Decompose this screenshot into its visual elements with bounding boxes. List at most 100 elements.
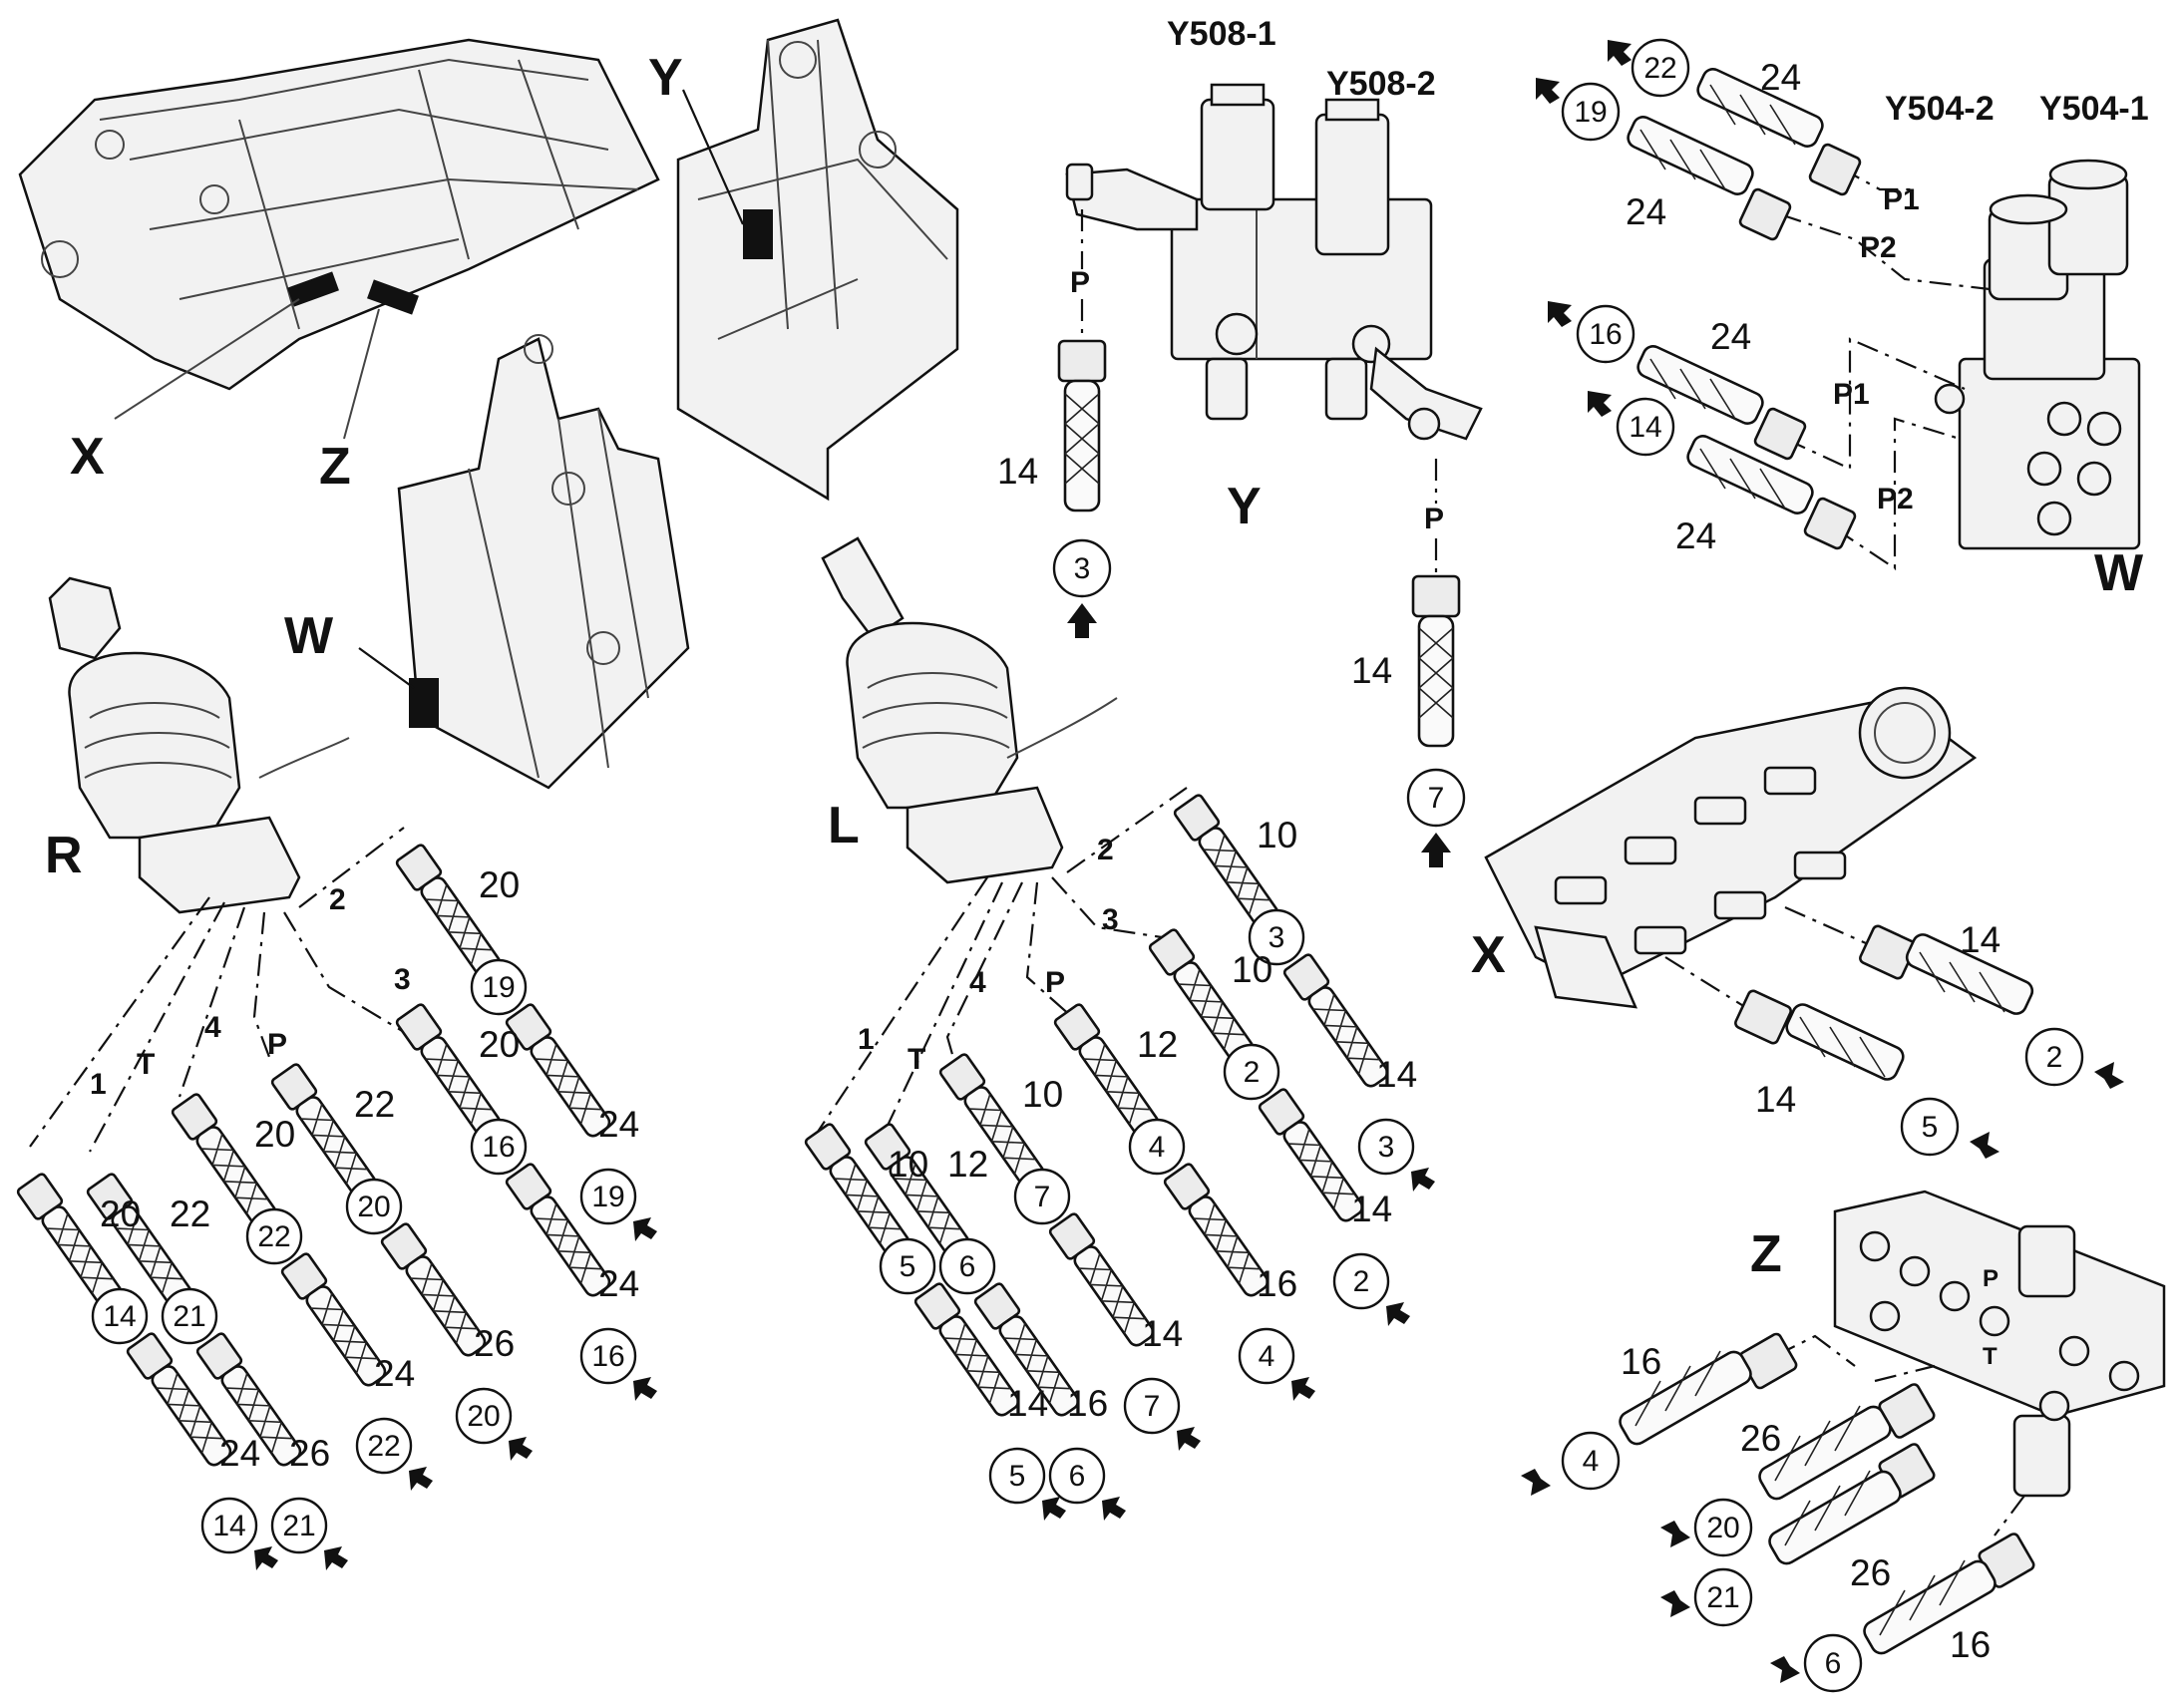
z-hose-6-line	[1994, 1495, 2025, 1537]
joystick_right-row-1-conn-num: 16	[482, 1131, 515, 1164]
joystick_right-row-2-size-b: 26	[474, 1323, 515, 1364]
y-port-p-right: P	[1424, 503, 1444, 535]
hose-y-7-size: 14	[1351, 650, 1392, 691]
w-p2-top-line	[1779, 212, 1991, 291]
joystick_right-row-4-end-connector	[270, 1497, 328, 1554]
machine-frame-drawing	[18, 38, 660, 440]
joystick_left-row-5-connector	[879, 1237, 936, 1295]
console-frame-drawing	[358, 334, 690, 790]
joystick_right-row-1-hose-b	[505, 1163, 611, 1297]
joystick_right-row-3-conn-num: 22	[257, 1220, 290, 1253]
joystick_right-row-5-end-connector	[200, 1497, 258, 1554]
joystick_right-row-3-end-connector	[355, 1417, 413, 1475]
flow-arrow-icon	[1588, 391, 1612, 417]
hose-z-4	[1619, 1332, 1798, 1446]
joystick_left-row-0-connector	[1248, 908, 1305, 966]
r-trunk-t	[89, 901, 225, 1153]
flow-arrow-icon	[1770, 1656, 1800, 1683]
hose-w-19-size: 24	[1626, 191, 1666, 232]
y-valve-block	[1065, 83, 1483, 441]
solenoid-y504-1: Y504-1	[2039, 90, 2149, 128]
hose-x-5-connector	[1900, 1097, 1960, 1157]
joystick_left-row-3-hose-b	[1048, 1212, 1155, 1347]
r-port-2: 2	[329, 883, 346, 916]
hose-w-22-connector	[1631, 38, 1690, 98]
joystick_right-row-2-connector	[345, 1178, 403, 1235]
joystick_left-row-0-size-a: 10	[1257, 815, 1297, 855]
l-port-t: T	[908, 1043, 925, 1076]
joystick_right-row-1-size-b: 24	[598, 1263, 639, 1304]
joystick_left-row-0-conn-num: 3	[1269, 921, 1285, 954]
joystick_right-row-2-hose-a	[270, 1063, 377, 1197]
joystick_left-row-2-size-b: 16	[1257, 1263, 1297, 1304]
hose-y-3	[1057, 339, 1107, 512]
hose-z-21-connector	[1693, 1567, 1753, 1627]
joystick_left-row-4-end-connector	[1048, 1447, 1106, 1505]
joystick_left-row-4-size-a: 12	[947, 1144, 988, 1185]
l-port-1: 1	[858, 1023, 875, 1056]
r-trunk-p	[252, 911, 271, 1058]
joystick_right-row-3-end-conn-num: 22	[367, 1430, 400, 1463]
joystick_left-row-5-size-a: 10	[888, 1144, 928, 1185]
joystick_left-row-1-end-connector	[1332, 1252, 1390, 1310]
hose-x-2-conn-num: 2	[2046, 1041, 2063, 1074]
hose-x-5-conn-num: 5	[1922, 1111, 1939, 1144]
solenoid-y508-1: Y508-1	[1167, 15, 1276, 53]
joystick_left-row-2-end-connector	[1238, 1327, 1295, 1385]
l-trunk-4	[945, 881, 1023, 1073]
x-hose-2-line	[1784, 905, 1876, 949]
flow-arrow-icon	[633, 1377, 657, 1401]
flow-arrow-icon	[409, 1467, 433, 1491]
w-p2-low-line	[1834, 417, 1961, 571]
joystick_left-row-4-end-conn-num: 6	[1069, 1460, 1086, 1493]
l-port-2: 2	[1097, 834, 1114, 866]
w-valve-block	[1934, 159, 2141, 550]
callout-z-block: Z	[1750, 1225, 1782, 1283]
joystick_right-row-5-size-a: 20	[100, 1194, 141, 1234]
l-trunk-t	[877, 881, 1003, 1148]
z-manifold-block	[1833, 1190, 2166, 1498]
joystick_right-row-5-hose-b	[126, 1332, 232, 1467]
joystick-r-drawing	[48, 576, 350, 914]
joystick_right-row-3-hose-b	[280, 1252, 387, 1387]
hose-w-16-connector	[1576, 304, 1635, 364]
joystick_left-row-3-end-connector	[1123, 1377, 1181, 1435]
hose-z-6-conn-num: 6	[1825, 1647, 1842, 1680]
joystick_right-row-1-connector	[470, 1118, 528, 1176]
joystick_right-row-1-end-conn-num: 16	[591, 1340, 624, 1373]
joystick_right-row-0-end-conn-num: 19	[591, 1181, 624, 1213]
hose-w-16-size: 24	[1710, 316, 1751, 357]
joystick_left-row-1-size-b: 14	[1351, 1189, 1392, 1229]
hose-z-6	[1863, 1533, 2035, 1655]
r-port-4: 4	[204, 1011, 221, 1044]
l-port-3: 3	[1102, 903, 1119, 936]
hose-w-19	[1627, 116, 1792, 241]
solenoid-y504-2: Y504-2	[1885, 90, 1995, 128]
hose-y-7	[1411, 574, 1461, 748]
w-port-p2-low: P2	[1877, 483, 1914, 515]
joystick_left-row-1-connector	[1223, 1043, 1280, 1101]
joystick_left-row-2-connector	[1128, 1118, 1186, 1176]
joystick_right-row-4-end-conn-num: 21	[282, 1510, 315, 1542]
hose-z-20-connector	[1693, 1498, 1753, 1557]
flow-arrow-icon	[1411, 1168, 1435, 1192]
joystick_right-row-4-hose-b	[195, 1332, 302, 1467]
joystick_right-row-3-size-b: 24	[374, 1353, 415, 1394]
hose-y-7-conn-num: 7	[1428, 782, 1445, 815]
flow-arrow-icon	[1608, 40, 1632, 66]
r-trunk-4	[178, 906, 246, 1098]
joystick_left-row-1-end-conn-num: 2	[1353, 1265, 1370, 1298]
joystick_right-row-4-size-a: 22	[170, 1194, 210, 1234]
joystick_left-row-4-hose-b	[973, 1282, 1080, 1417]
callout-r-joystick: R	[45, 827, 83, 884]
r-trunk-1	[29, 896, 210, 1148]
joystick_left-row-2-conn-num: 4	[1149, 1131, 1166, 1164]
joystick_right-row-4-conn-num: 21	[173, 1300, 205, 1333]
joystick_right-row-0-size-b: 24	[598, 1104, 639, 1145]
flow-arrow-icon	[633, 1217, 657, 1241]
joystick_right-row-3-connector	[245, 1207, 303, 1265]
hose-w-22-size: 24	[1760, 57, 1801, 98]
joystick_right-row-3-hose-a	[171, 1093, 277, 1227]
joystick_right-row-2-conn-num: 20	[357, 1191, 390, 1223]
